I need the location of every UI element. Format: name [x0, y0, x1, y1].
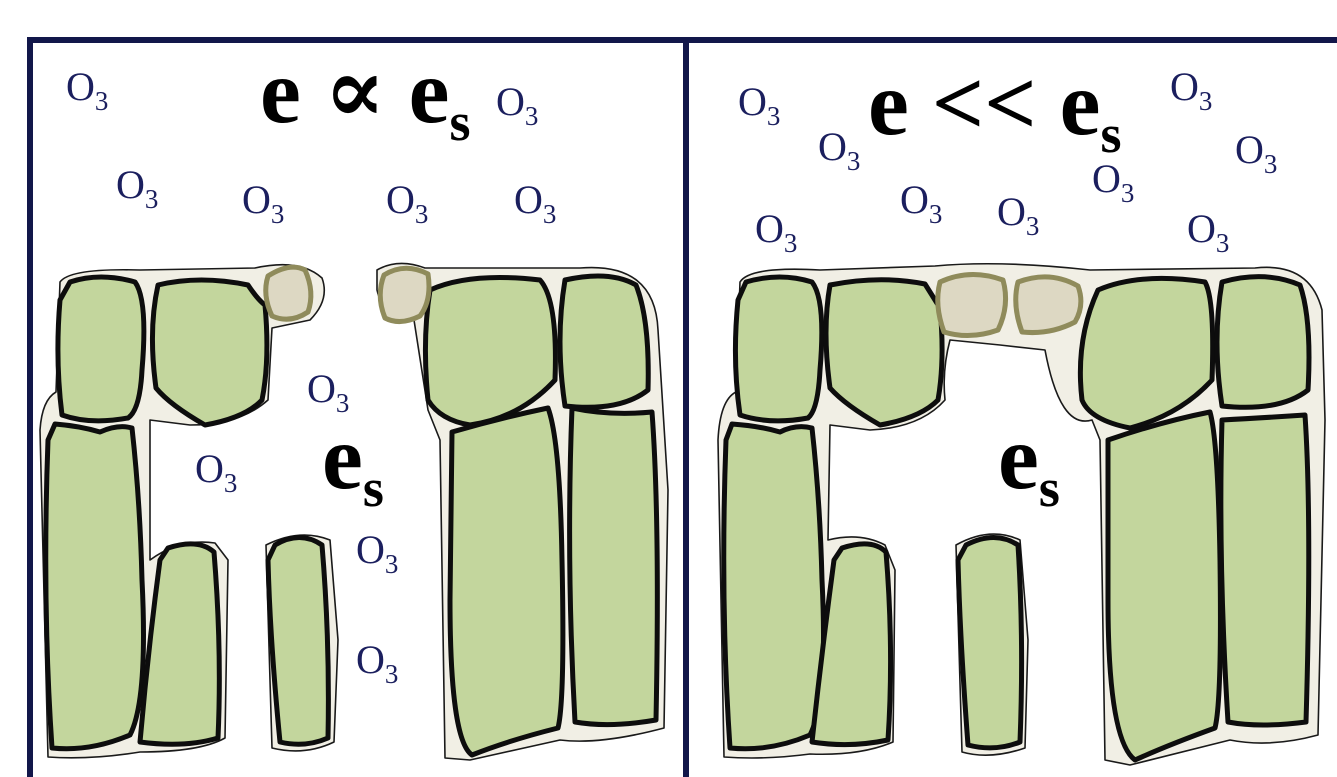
right-equation: e << es — [868, 52, 1122, 164]
left-lower-cell-1 — [46, 424, 144, 749]
ozone-molecule: O3 — [1235, 127, 1277, 179]
svg-text:es: es — [998, 406, 1060, 518]
svg-text:O3: O3 — [514, 177, 556, 229]
ozone-molecule: O3 — [755, 206, 797, 258]
left-cavity-label-subscript: s — [363, 458, 384, 518]
right-guard-cell-1 — [938, 274, 1006, 335]
left-equation: e ∝ es — [260, 40, 471, 152]
svg-text:O3: O3 — [997, 189, 1039, 241]
svg-text:O3: O3 — [1092, 156, 1134, 208]
left-upper-cell-1 — [58, 277, 144, 421]
svg-text:O3: O3 — [356, 637, 398, 689]
left-cavity-label: es — [322, 406, 384, 518]
svg-text:O3: O3 — [1170, 64, 1212, 116]
right-lower-cell-1 — [724, 424, 824, 749]
right-lower-cell-3 — [958, 538, 1022, 748]
svg-text:O3: O3 — [386, 177, 428, 229]
svg-text:O3: O3 — [1187, 206, 1229, 258]
right-lower-cell-5 — [1221, 415, 1309, 725]
left-panel: e ∝ es es O3 O3 O3 O3 O3 O3 O3 O3 O3 O3 — [40, 40, 668, 760]
right-panel: e << es es O3 O3 O3 O3 O3 O3 O3 O3 O3 — [718, 52, 1325, 765]
ozone-molecule: O3 — [1187, 206, 1229, 258]
ozone-molecule: O3 — [307, 366, 349, 418]
left-lower-cell-3 — [268, 538, 328, 745]
svg-text:O3: O3 — [242, 177, 284, 229]
ozone-molecule: O3 — [738, 79, 780, 131]
right-upper-cell-2 — [826, 280, 942, 425]
right-cavity-label-subscript: s — [1039, 458, 1060, 518]
ozone-molecule: O3 — [116, 162, 158, 214]
right-equation-subscript: s — [1101, 104, 1122, 164]
right-cavity-label-main: e — [998, 406, 1039, 508]
ozone-molecule: O3 — [900, 177, 942, 229]
right-guard-cell-2 — [1016, 277, 1081, 333]
ozone-molecule: O3 — [356, 637, 398, 689]
svg-text:O3: O3 — [116, 162, 158, 214]
svg-text:O3: O3 — [195, 446, 237, 498]
right-cavity-label: es — [998, 406, 1060, 518]
left-lower-cell-4 — [450, 408, 563, 755]
svg-text:O3: O3 — [356, 527, 398, 579]
ozone-molecule: O3 — [496, 79, 538, 131]
left-equation-subscript: s — [449, 92, 470, 152]
ozone-molecule: O3 — [818, 124, 860, 176]
svg-text:e << es: e << es — [868, 52, 1122, 164]
ozone-molecule: O3 — [195, 446, 237, 498]
ozone-molecule: O3 — [1092, 156, 1134, 208]
svg-text:O3: O3 — [755, 206, 797, 258]
left-guard-cell-1 — [266, 267, 311, 319]
ozone-molecule: O3 — [242, 177, 284, 229]
svg-text:O3: O3 — [818, 124, 860, 176]
left-cavity-label-main: e — [322, 406, 363, 508]
left-guard-cell-2 — [380, 268, 429, 321]
ozone-molecule: O3 — [66, 64, 108, 116]
svg-text:O3: O3 — [307, 366, 349, 418]
svg-text:O3: O3 — [1235, 127, 1277, 179]
ozone-molecule: O3 — [356, 527, 398, 579]
left-upper-cell-2 — [152, 280, 266, 425]
svg-text:O3: O3 — [738, 79, 780, 131]
svg-text:O3: O3 — [900, 177, 942, 229]
right-upper-cell-4 — [1217, 277, 1309, 408]
left-lower-cell-5 — [570, 408, 658, 725]
right-lower-cell-4 — [1108, 412, 1220, 760]
left-equation-main: e ∝ e — [260, 40, 449, 142]
right-upper-cell-1 — [735, 277, 821, 421]
ozone-molecule: O3 — [1170, 64, 1212, 116]
ozone-molecule: O3 — [514, 177, 556, 229]
svg-text:O3: O3 — [496, 79, 538, 131]
left-upper-cell-4 — [560, 276, 648, 407]
svg-text:O3: O3 — [66, 64, 108, 116]
svg-text:es: es — [322, 406, 384, 518]
svg-text:e ∝ es: e ∝ es — [260, 40, 471, 152]
ozone-molecule: O3 — [386, 177, 428, 229]
ozone-molecule: O3 — [997, 189, 1039, 241]
right-equation-main: e << e — [868, 52, 1101, 154]
